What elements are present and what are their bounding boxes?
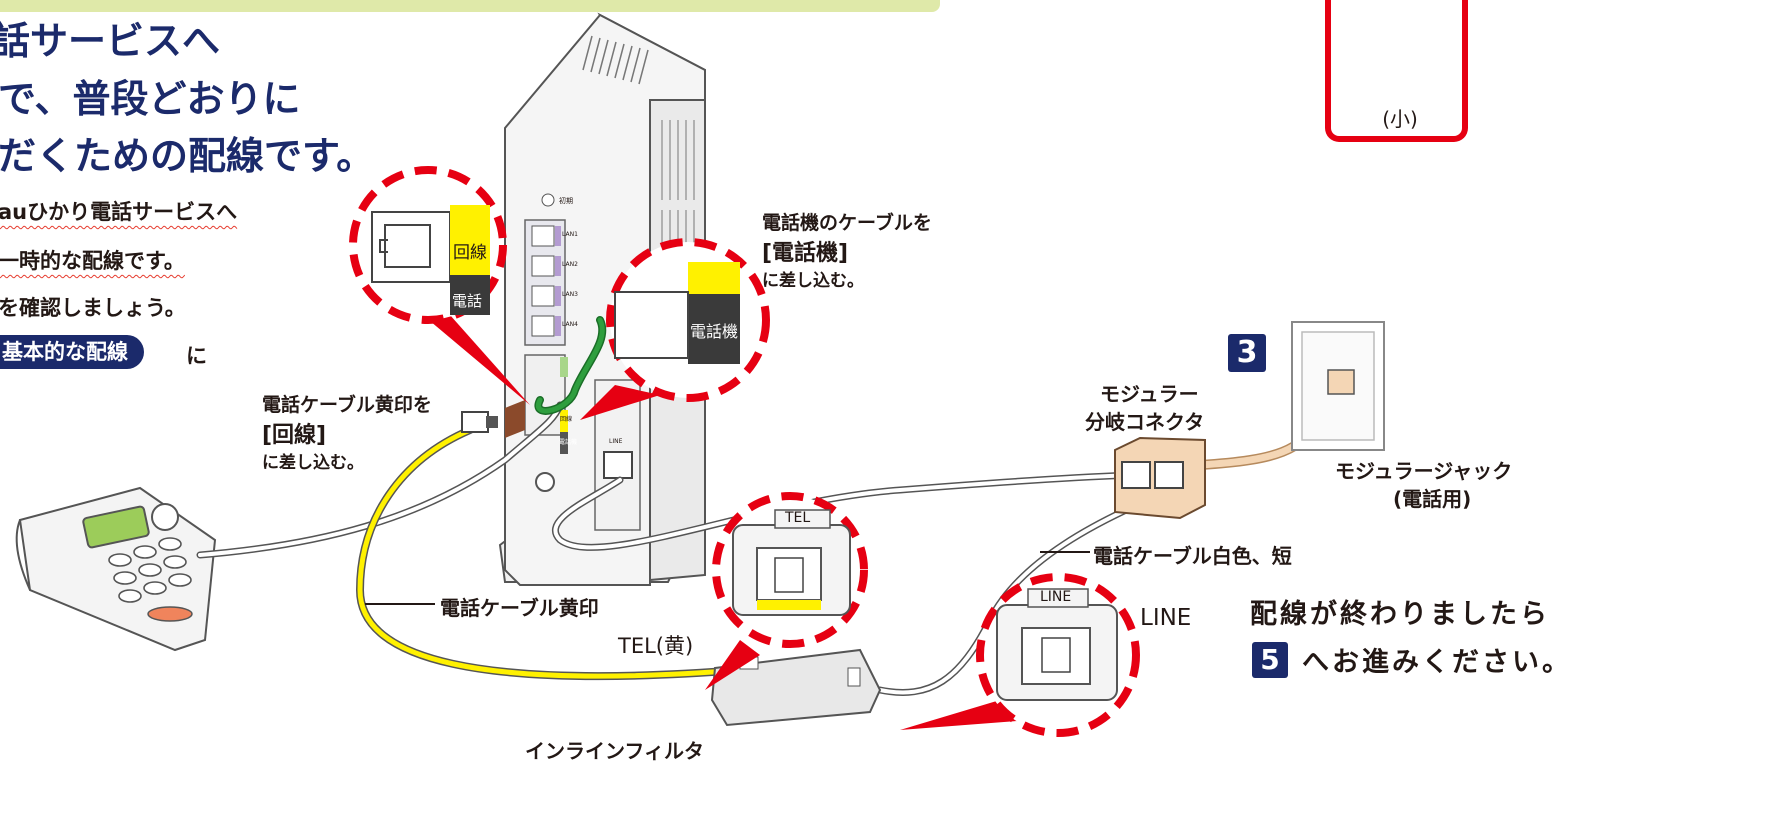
modular-jack-label-2: (電話用) (1393, 487, 1472, 511)
router-init-label: 初期 (559, 197, 573, 205)
phone-cable-instruction: 電話機のケーブルを (762, 212, 932, 234)
insert-line-text: に差し込む。 (262, 453, 364, 473)
insert-phone-text: に差し込む。 (762, 271, 864, 291)
basic-wiring-badge: 基本的な配線 (0, 335, 144, 369)
step-3-badge: 3 (1228, 334, 1266, 372)
cable-size-label: (小) (1382, 107, 1418, 131)
line-port-bracket: [回線] (262, 423, 327, 448)
yellow-cable-instruction: 電話ケーブル黄印を (262, 394, 432, 416)
phone-port-bracket: [電話機] (762, 241, 849, 266)
leader-lines (365, 551, 1090, 605)
router-lan3-label: LAN3 (562, 291, 578, 298)
white-short-cable-label: 電話ケーブル白色、短 (1093, 544, 1292, 568)
wall-jack-illustration (1291, 321, 1385, 451)
intro-line-3: だくための配線です。 (0, 134, 375, 178)
intro-note-1: auひかり電話サービスへ (0, 200, 238, 224)
zoom-circle-line-port (349, 166, 507, 324)
telephone-illustration (15, 486, 217, 652)
modular-jack-label-1: モジュラージャック (1335, 459, 1513, 483)
router-lan2-label: LAN2 (562, 261, 578, 268)
line-label: LINE (1140, 605, 1192, 631)
modular-splitter-illustration (1114, 436, 1206, 520)
router-line-label: 回線 (560, 416, 573, 423)
done-wiring-text: 配線が終わりましたら (1250, 599, 1550, 630)
yellow-cable-label: 電話ケーブル黄印 (440, 596, 599, 620)
router-line2-label: LINE (609, 438, 623, 445)
intro-line-1: 話サービスへ (0, 19, 221, 63)
tel-port-small-label: TEL (785, 510, 811, 526)
phone-port-label-cut: 電話 (452, 292, 483, 310)
router-phone-label: 電話機 (559, 439, 578, 446)
step-5-badge: 5 (1252, 642, 1288, 678)
inline-filter-illustration (710, 648, 882, 727)
modular-splitter-label-2: 分岐コネクタ (1085, 410, 1205, 434)
proceed-text: へお進みください。 (1302, 647, 1572, 678)
intro-pill-suffix: に (186, 344, 207, 368)
zoom-circle-phone-port (606, 238, 770, 402)
line-port-label: 回線 (453, 243, 487, 263)
phone-port-label: 電話機 (690, 322, 739, 341)
yellow-cable-plug (461, 400, 525, 438)
intro-note-3: を確認しましょう。 (0, 296, 186, 320)
inline-filter-label: インラインフィルタ (525, 739, 704, 763)
tel-yellow-label: TEL(黄) (618, 634, 694, 658)
router-lan1-label: LAN1 (562, 231, 578, 238)
router-lan4-label: LAN4 (562, 321, 578, 328)
intro-line-2: で、普段どおりに (0, 77, 301, 121)
zoom-circle-tel (712, 492, 868, 648)
cable-size-box (1325, 0, 1468, 142)
intro-note-2: 一時的な配線です。 (0, 249, 185, 273)
line-port-small-label: LINE (1040, 589, 1072, 605)
zoom-circle-line (976, 573, 1140, 737)
top-banner (0, 0, 940, 12)
modular-splitter-label-1: モジュラー (1100, 382, 1199, 406)
